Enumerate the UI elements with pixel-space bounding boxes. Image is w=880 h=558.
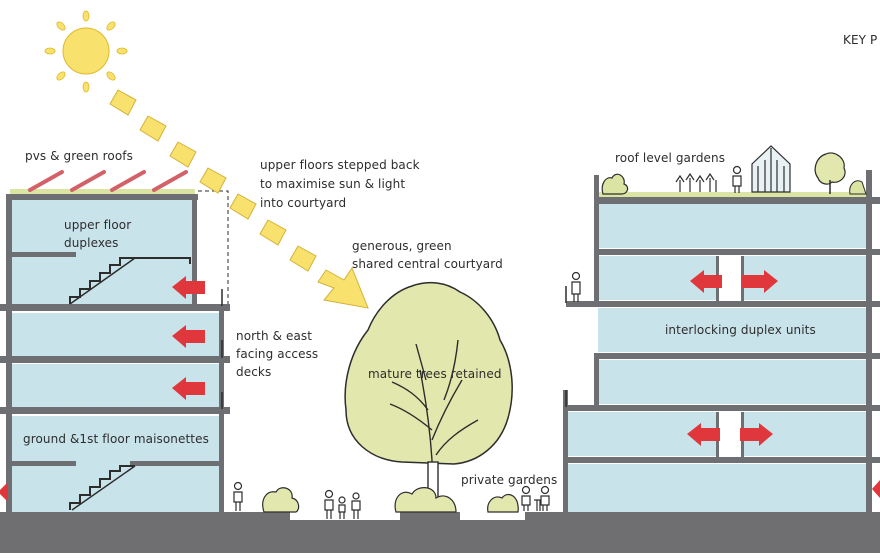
tree-trunk (389, 339, 479, 501)
access-decks-label: north & east facing access decks (236, 329, 319, 379)
private-gardens-label: private gardens (461, 473, 558, 487)
floor-slab (596, 249, 880, 255)
floor-slab (566, 457, 880, 463)
solar-panels (28, 170, 188, 192)
right-floor-glass (598, 308, 870, 352)
tree-icon (344, 281, 513, 501)
shrub-icon (849, 180, 867, 195)
access-arrow-icon (742, 270, 778, 293)
internal-stair (69, 465, 135, 510)
tree-icon (814, 152, 846, 194)
pvs-green-roofs-label: pvs & green roofs (25, 149, 133, 163)
right-floor-glass (598, 204, 870, 248)
shrub-icon (601, 173, 629, 195)
person-icon (571, 271, 581, 302)
mezzanine-slab (130, 461, 222, 466)
roof-planting (675, 172, 717, 192)
access-arrows-left (0, 276, 205, 502)
person-icon (338, 496, 346, 519)
internal-stair (69, 257, 191, 304)
access-arrow-icon (740, 423, 773, 446)
upper-floors-stepped-label: upper floors stepped back to maximise su… (260, 158, 420, 210)
mezzanine-slab (8, 461, 76, 466)
tree-canopy (344, 281, 513, 465)
access-arrow-icon (872, 480, 880, 498)
duplex-void (718, 412, 742, 457)
right-roof-slab (596, 197, 880, 204)
setback-dashed-line (198, 190, 229, 304)
access-arrow-icon (172, 325, 205, 348)
floor-slab (596, 353, 880, 359)
building-column (192, 194, 197, 306)
person-icon (324, 489, 334, 519)
building-column (6, 194, 12, 512)
interlocking-duplex-label: interlocking duplex units (665, 323, 816, 337)
roof-level-gardens-label: roof level gardens (615, 151, 726, 165)
person-icon (732, 165, 742, 193)
building-column (594, 175, 599, 307)
building-column (594, 353, 599, 407)
internal-stair (71, 465, 136, 511)
shrub-icon (487, 493, 519, 513)
floor-slab (0, 356, 230, 363)
green-roof (10, 189, 195, 195)
person-icon (351, 492, 361, 519)
floor-slab (566, 301, 880, 307)
sun-icon (44, 10, 128, 93)
greenhouse-icon (751, 145, 791, 193)
ground-maisonettes-label: ground &1st floor maisonettes (23, 432, 209, 446)
floor-slab (566, 405, 880, 411)
upper-floor-duplexes-label: upper floor duplexes (64, 218, 132, 250)
solar-panel-icon (110, 170, 146, 192)
roof-garden (601, 145, 867, 195)
internal-stair (69, 257, 136, 305)
solar-panel-icon (152, 170, 188, 192)
key-plan-label: KEY P (843, 33, 878, 47)
roof-garden-strip (598, 192, 866, 198)
solar-panel-icon (28, 170, 64, 192)
right-floor-glass (566, 464, 870, 512)
person-icon (233, 481, 243, 511)
duplex-arrows (687, 270, 880, 498)
access-arrow-icon (172, 276, 205, 299)
access-arrow-icon (687, 423, 720, 446)
access-arrow-icon (0, 482, 8, 502)
building-column (866, 170, 872, 512)
shrub-icon (262, 487, 300, 513)
access-arrow-icon (690, 270, 722, 293)
solar-panel-icon (70, 170, 106, 192)
sun-ray-arrow-icon (109, 89, 369, 309)
person-icon (521, 485, 531, 511)
access-arrow-icon (172, 377, 205, 400)
right-floor-glass (598, 360, 870, 404)
left-roof-slab (8, 194, 198, 200)
mezzanine-slab (8, 252, 76, 257)
courtyard-people (233, 481, 550, 519)
floor-slab (0, 304, 230, 311)
ground-section (0, 512, 880, 553)
generous-courtyard-label: generous, green shared central courtyard (352, 239, 503, 271)
courtyard-planting (262, 487, 519, 513)
garden-table (534, 499, 541, 511)
person-icon (540, 485, 550, 511)
building-column (563, 390, 568, 512)
shrub-icon (394, 487, 457, 513)
mature-trees-label: mature trees retained (368, 367, 502, 381)
left-building (0, 189, 230, 512)
floor-slab (0, 407, 230, 414)
right-building (563, 170, 880, 512)
